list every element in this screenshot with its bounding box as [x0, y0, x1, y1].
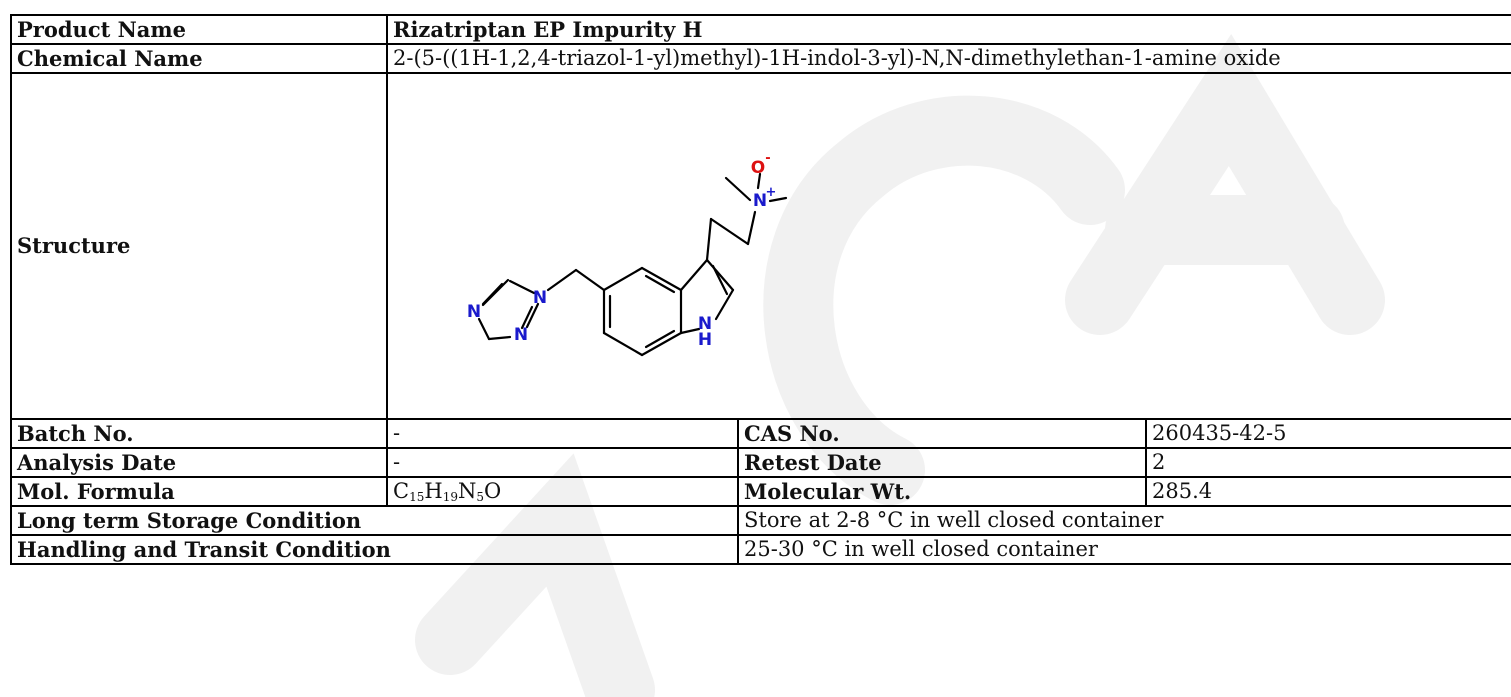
formula-n-count: 5 — [476, 489, 484, 504]
cas-no-label: CAS No. — [737, 418, 1147, 449]
product-info-table: Product Name Rizatriptan EP Impurity H C… — [10, 14, 1511, 565]
chemical-name-value: 2-(5-((1H-1,2,4-triazol-1-yl)methyl)-1H-… — [385, 43, 1511, 74]
chemical-name-label: Chemical Name — [10, 43, 388, 74]
formula-n: N — [457, 478, 477, 503]
batch-no-label: Batch No. — [10, 418, 388, 449]
atom-n-charge: + — [766, 185, 777, 200]
mol-formula-label: Mol. Formula — [10, 476, 388, 507]
atom-n-triazole-1: N — [533, 288, 547, 308]
atom-h-indole: H — [698, 330, 712, 350]
storage-condition-label: Long term Storage Condition — [10, 505, 739, 536]
formula-o: O — [483, 478, 502, 503]
molecular-wt-value: 285.4 — [1144, 476, 1511, 507]
row-structure: Structure — [10, 72, 1511, 420]
atom-n-triazole-2: N — [514, 325, 528, 345]
atom-n-triazole-4: N — [467, 302, 481, 322]
retest-date-label: Retest Date — [737, 447, 1147, 478]
row-storage: Long term Storage Condition Store at 2-8… — [10, 505, 1511, 536]
product-name-value: Rizatriptan EP Impurity H — [385, 14, 1511, 45]
row-chemical-name: Chemical Name 2-(5-((1H-1,2,4-triazol-1-… — [10, 43, 1511, 74]
mol-formula-value: C15H19N5O — [386, 476, 739, 507]
formula-h: H — [424, 478, 443, 503]
row-batch-cas: Batch No. - CAS No. 260435-42-5 — [10, 418, 1511, 449]
row-product-name: Product Name Rizatriptan EP Impurity H — [10, 14, 1511, 45]
analysis-date-label: Analysis Date — [10, 447, 388, 478]
formula-c: C — [393, 478, 410, 503]
molecular-wt-label: Molecular Wt. — [737, 476, 1147, 507]
handling-condition-label: Handling and Transit Condition — [10, 534, 739, 565]
atom-n-indole: N — [698, 314, 712, 334]
handling-condition-value: 25-30 °C in well closed container — [736, 534, 1511, 565]
row-formula-weight: Mol. Formula C15H19N5O Molecular Wt. 285… — [10, 476, 1511, 507]
analysis-date-value: - — [386, 447, 739, 478]
formula-c-count: 15 — [409, 489, 425, 504]
cas-no-value: 260435-42-5 — [1144, 418, 1511, 449]
storage-condition-value: Store at 2-8 °C in well closed container — [736, 505, 1511, 536]
product-name-label: Product Name — [10, 14, 388, 45]
retest-date-value: 2 — [1144, 447, 1511, 478]
atom-o: O — [751, 158, 765, 178]
structure-bonds — [477, 172, 788, 357]
row-handling: Handling and Transit Condition 25-30 °C … — [10, 534, 1511, 565]
chemical-structure-drawing: N N N N H N + O - — [467, 151, 788, 357]
batch-no-value: - — [386, 418, 739, 449]
row-dates: Analysis Date - Retest Date 2 — [10, 447, 1511, 478]
structure-label: Structure — [10, 72, 388, 420]
formula-h-count: 19 — [442, 489, 458, 504]
atom-o-charge: - — [765, 151, 770, 166]
structure-cell: N N N N H N + O - — [385, 72, 1511, 420]
